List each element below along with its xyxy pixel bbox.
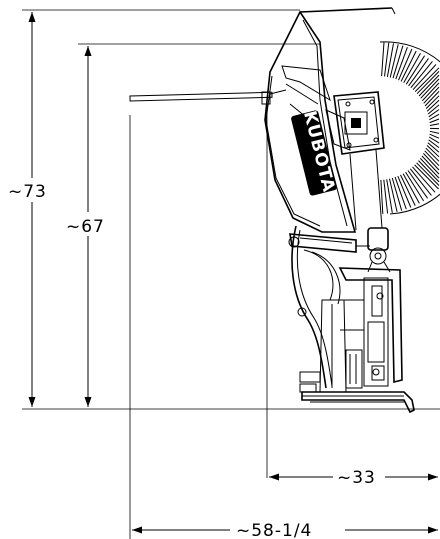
bristle — [412, 64, 437, 90]
bristle — [419, 157, 440, 179]
bristle — [403, 52, 421, 84]
hydraulic-hoses — [291, 225, 341, 389]
hydraulic-cylinder — [288, 233, 370, 253]
bristle — [397, 175, 412, 208]
extension-lines — [22, 9, 440, 539]
bristle — [423, 153, 440, 171]
brush-outline — [379, 41, 440, 215]
mower-deflector-drawing: KUBOTA — [129, 7, 440, 414]
bristle — [389, 44, 399, 78]
bristle — [429, 118, 440, 124]
bristle — [427, 142, 440, 153]
bristle — [380, 179, 384, 214]
bristle — [429, 113, 440, 121]
bristle — [405, 55, 426, 85]
bristle — [416, 162, 440, 186]
kubota-logo: KUBOTA — [291, 109, 339, 196]
brush-bristles — [379, 41, 440, 215]
bristle — [429, 130, 440, 134]
bristle — [421, 82, 440, 102]
dimension-label-reach-front: ~33 — [337, 468, 376, 488]
bristle — [414, 164, 439, 190]
bristle — [424, 150, 440, 167]
bristle — [409, 168, 432, 196]
bristle — [386, 43, 394, 77]
dimension-overall-length: ~58-1/4 — [132, 521, 438, 539]
bristle — [383, 179, 389, 214]
handle-rod — [129, 89, 287, 105]
bristle — [394, 176, 407, 210]
bristle — [408, 58, 429, 87]
bristle — [405, 171, 425, 202]
bristle — [412, 166, 436, 193]
bristle — [426, 99, 440, 112]
bristle — [384, 42, 390, 77]
mount-frame — [319, 267, 403, 393]
bristle — [392, 45, 404, 79]
bristle — [425, 147, 440, 162]
bristle — [400, 50, 417, 82]
bristle — [429, 133, 440, 139]
bristle — [389, 178, 398, 213]
bristle — [428, 136, 440, 144]
bristle — [391, 177, 403, 211]
bristle — [429, 123, 440, 126]
bristle — [395, 47, 408, 80]
bristle — [400, 174, 416, 206]
bristle — [402, 173, 420, 204]
bristle — [381, 42, 385, 77]
bristle — [418, 160, 440, 183]
bristle — [423, 86, 440, 104]
bristle — [386, 179, 393, 213]
bristle — [398, 48, 413, 81]
pivot-joint — [367, 227, 391, 273]
bristle — [425, 95, 440, 109]
bristle — [428, 139, 440, 149]
bristle — [414, 67, 440, 92]
dimension-height-to-pivot: ~67 — [66, 46, 105, 407]
dimension-label-height-to-pivot: ~67 — [66, 217, 105, 237]
dimension-reach-front: ~33 — [269, 468, 438, 488]
bristle — [424, 91, 440, 107]
bristle — [427, 104, 440, 115]
bristle — [428, 109, 440, 118]
bristle — [418, 74, 440, 97]
bristle — [420, 78, 440, 99]
bristle — [407, 170, 429, 199]
bristle — [426, 145, 440, 158]
bristle — [410, 61, 433, 89]
dimension-overall-height: ~73 — [8, 11, 47, 407]
bristle — [416, 71, 440, 95]
dimension-label-overall-length: ~58-1/4 — [236, 521, 312, 539]
bristle — [421, 155, 440, 175]
base-plate — [299, 371, 415, 414]
dimension-label-overall-height: ~73 — [8, 182, 47, 202]
gearbox-plate — [333, 91, 385, 231]
